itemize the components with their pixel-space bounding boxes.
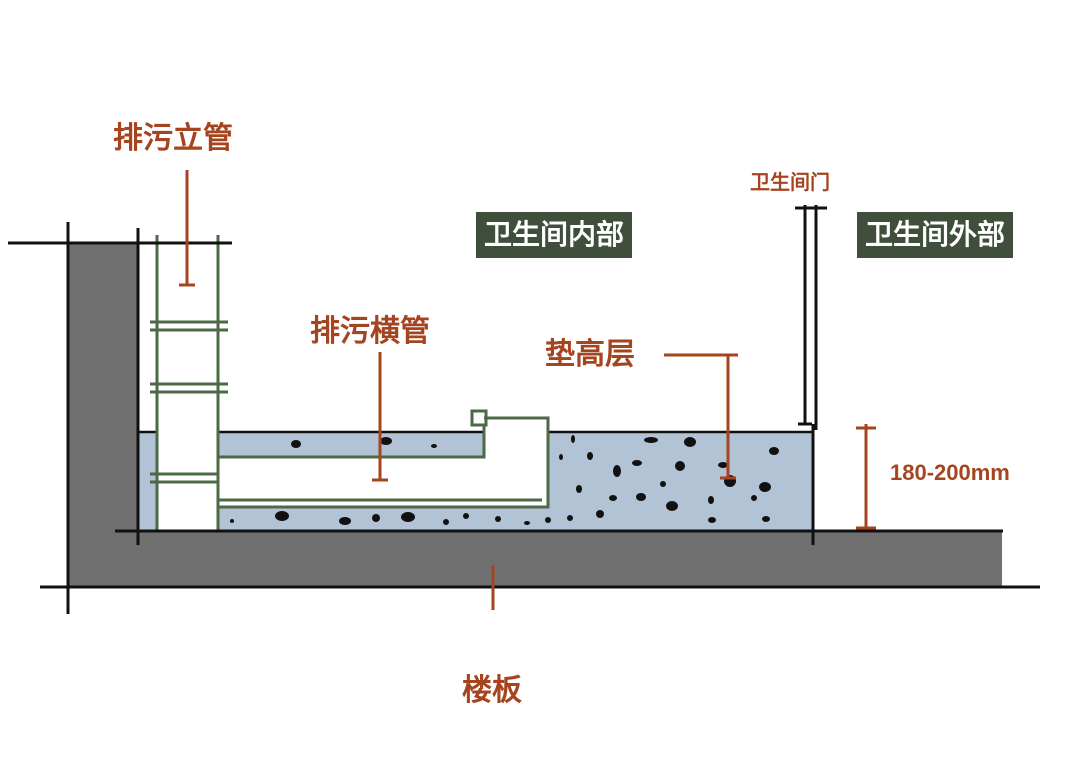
leader-lines bbox=[179, 170, 876, 610]
height-dimension-label: 180-200mm bbox=[890, 460, 1010, 485]
bathroom-door-label: 卫生间门 bbox=[750, 170, 830, 194]
bathroom-outside-label: 卫生间外部 bbox=[857, 212, 1014, 258]
raised-layer-label: 垫高层 bbox=[545, 337, 635, 372]
floor-slab-label: 楼板 bbox=[462, 673, 522, 708]
pipe-clamps bbox=[150, 320, 228, 484]
horizontal-drain-pipe-label: 排污横管 bbox=[310, 314, 430, 349]
bathroom-inside-label: 卫生间内部 bbox=[476, 212, 633, 258]
outline-lines bbox=[8, 222, 1040, 614]
vertical-drain-pipe-label: 排污立管 bbox=[113, 121, 233, 156]
bathroom-door-frame bbox=[795, 205, 827, 430]
aggregate-texture bbox=[230, 435, 779, 525]
floor-slab bbox=[68, 531, 1002, 588]
